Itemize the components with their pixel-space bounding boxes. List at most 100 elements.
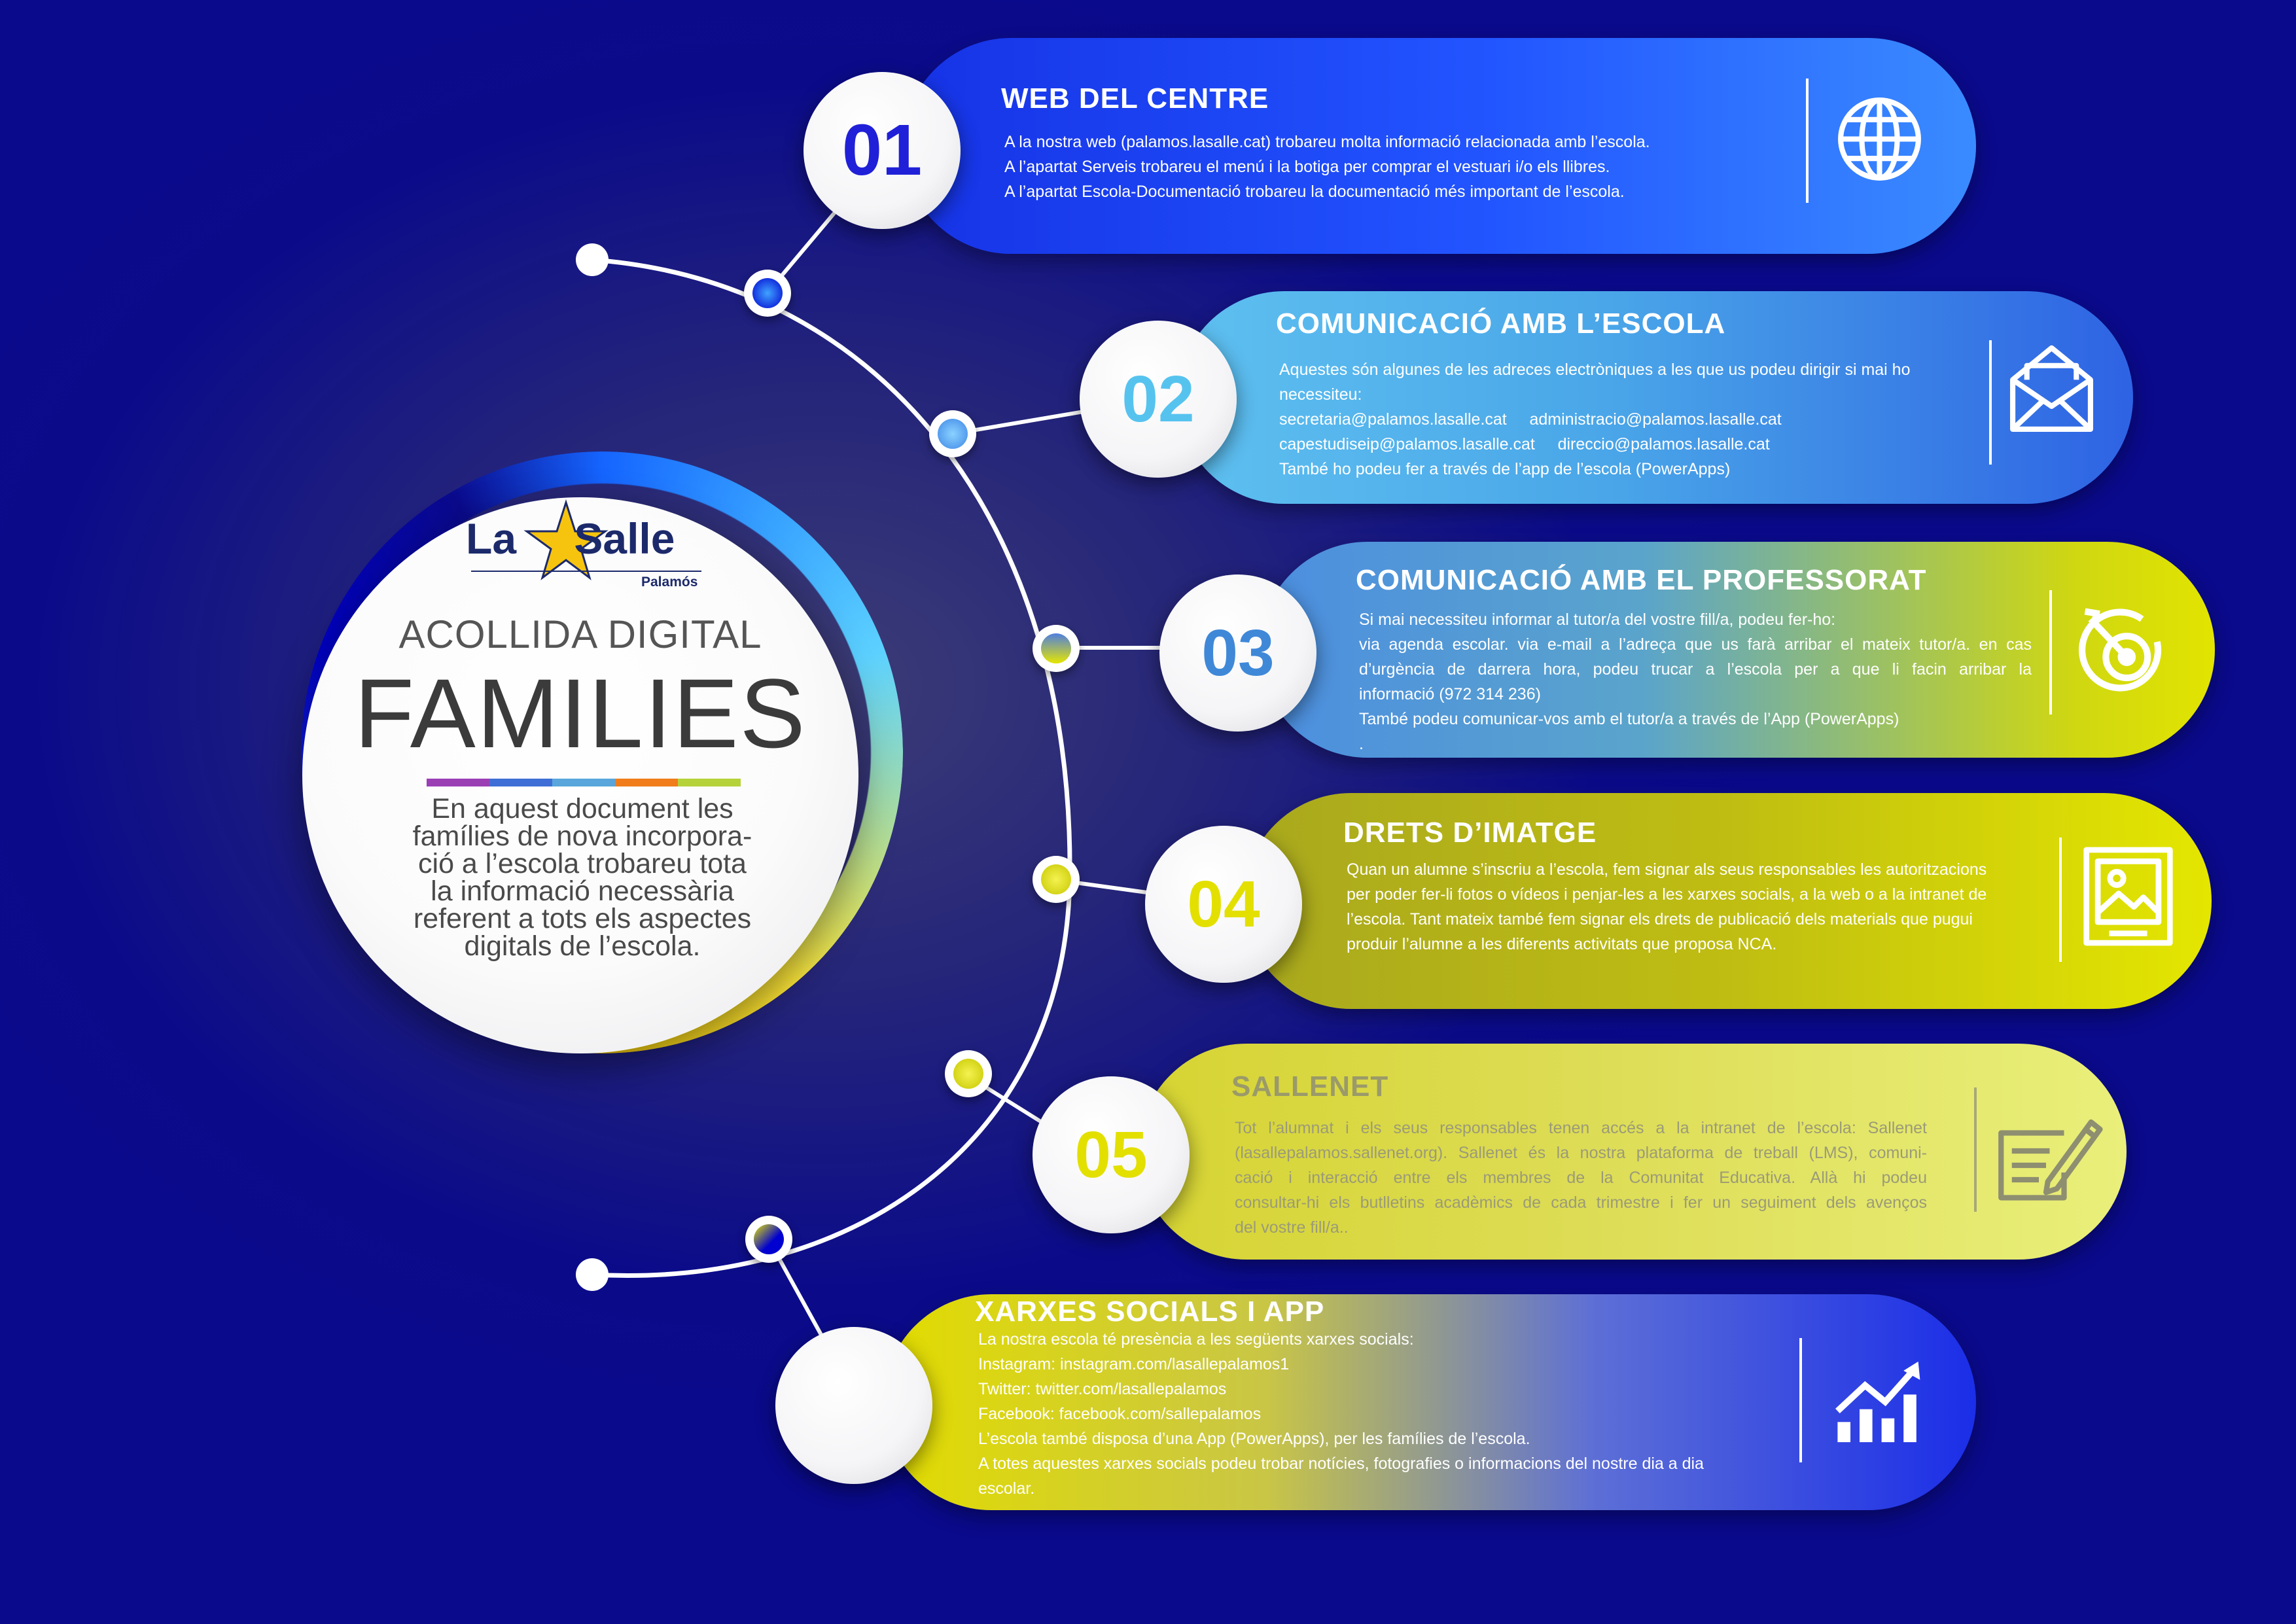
section-05-line: (lasallepalamos.sallenet.org). Sallenet … [1235, 1144, 1927, 1162]
section-03-title: COMUNICACIÓ AMB EL PROFESSORAT [1356, 564, 1927, 596]
timeline-end-dot-bottom [576, 1258, 609, 1291]
section-05-line: cació i interacció entre els membres de … [1235, 1169, 1927, 1187]
section-02-line: Aquestes són algunes de les adreces elec… [1279, 361, 1911, 379]
section-03-line: Si mai necessiteu informar al tutor/a de… [1359, 610, 1836, 629]
section-06-line: L’escola també disposa d’una App (PowerA… [978, 1430, 1530, 1448]
section-02-line: També ho podeu fer a través de l’app de … [1279, 460, 1731, 478]
section-02-line: capestudiseip@palamos.lasalle.cat direcc… [1279, 435, 1770, 453]
section-04-pill [1243, 793, 2212, 1009]
section-05-line: del vostre fill/a.. [1235, 1218, 1349, 1237]
section-03-line: informació (972 314 236) [1359, 685, 1541, 703]
section-01-number: 01 [841, 110, 923, 190]
section-06-title: XARXES SOCIALS I APP [975, 1296, 1325, 1328]
section-04-line: l’escola. Tant mateix també fem signar e… [1347, 910, 1973, 928]
section-06-line: La nostra escola té presència a les segü… [978, 1330, 1414, 1349]
section-04-number-circle: 04 [1145, 826, 1302, 983]
timeline-end-dot-top [576, 243, 609, 276]
node-dot-03 [1033, 625, 1080, 672]
section-02-line: necessiteu: [1279, 385, 1362, 404]
hub-bar-4 [615, 779, 678, 786]
hub-circle [302, 497, 858, 1053]
target-icon [2079, 608, 2162, 692]
section-01-divider [1806, 79, 1809, 203]
document-pen-icon [1998, 1119, 2103, 1201]
section-01-title: WEB DEL CENTRE [1001, 82, 1269, 115]
section-02-divider [1989, 340, 1992, 465]
section-02-body: Aquestes són algunes de les adreces elec… [1279, 357, 1910, 482]
section-01-line: A l’apartat Escola-Documentació trobareu… [1004, 183, 1625, 201]
node-dot-02 [929, 410, 976, 457]
section-06-line: Facebook: facebook.com/sallepalamos [978, 1405, 1262, 1423]
node-dot-05 [945, 1050, 992, 1097]
section-06-line: Instagram: instagram.com/lasallepalamos1 [978, 1355, 1290, 1373]
section-05-line: Tot l’alumnat i els seus responsables te… [1235, 1119, 1927, 1137]
section-04-line: produir l’alumne a les diferents activit… [1347, 935, 1777, 953]
hub-bar-2 [489, 779, 552, 786]
section-06-pill [883, 1294, 1976, 1510]
section-06-line: Twitter: twitter.com/lasallepalamos [978, 1380, 1227, 1398]
section-01-body: A la nostra web (palamos.lasalle.cat) tr… [1004, 130, 1650, 204]
section-05-pill [1139, 1044, 2127, 1260]
section-05-line: consultar-hi els butlletins acadèmics de… [1235, 1193, 1927, 1212]
section-04-title: DRETS D’IMATGE [1343, 817, 1597, 849]
section-02-number-circle: 02 [1080, 321, 1237, 478]
hub-title: FAMILIES [354, 658, 807, 768]
section-04-body: Quan un alumne s’inscriu a l’escola, fem… [1347, 857, 1987, 957]
hub-description-line: digitals de l’escola. [464, 930, 701, 962]
section-03-line: . [1359, 735, 1364, 753]
section-03-line: També podeu comunicar-vos amb el tutor/a… [1359, 710, 1899, 728]
section-06-number-circle [775, 1327, 932, 1484]
node-dot-01 [744, 270, 791, 317]
section-03-number: 03 [1201, 616, 1275, 690]
section-03-line: d’urgència de darrera hora, podeu trucar… [1359, 660, 2032, 679]
logo-text: La Salle [466, 514, 708, 563]
section-03-divider [2049, 590, 2052, 715]
section-04-divider [2059, 838, 2062, 962]
timeline-arc [592, 257, 1072, 1278]
section-01-number-circle: 01 [804, 72, 961, 229]
section-06-line: escolar. [978, 1479, 1035, 1498]
section-04-line: Quan un alumne s’inscriu a l’escola, fem… [1347, 860, 1987, 879]
hub-bar-5 [678, 779, 741, 786]
section-02-line: secretaria@palamos.lasalle.cat administr… [1279, 410, 1782, 429]
connector-02 [952, 407, 1100, 436]
section-02-pill [1178, 291, 2133, 504]
section-05-number: 05 [1074, 1118, 1148, 1192]
star-icon [523, 499, 609, 580]
globe-icon [1838, 97, 1921, 181]
section-02-title: COMUNICACIÓ AMB L’ESCOLA [1276, 308, 1726, 340]
hub-description-line: famílies de nova incorpora- [412, 821, 752, 852]
section-01-line: A la nostra web (palamos.lasalle.cat) tr… [1004, 133, 1650, 151]
section-03-pill [1260, 542, 2215, 758]
logo-underline [471, 571, 701, 572]
section-06-line: A totes aquestes xarxes socials podeu tr… [978, 1455, 1704, 1473]
image-icon [2083, 847, 2173, 946]
hub-description-line: la informació necessària [431, 875, 734, 907]
section-03-number-circle: 03 [1159, 574, 1316, 732]
envelope-icon [2010, 345, 2093, 432]
node-dot-04 [1033, 856, 1080, 903]
node-dot-06 [745, 1216, 792, 1263]
section-01-line: A l’apartat Serveis trobareu el menú i l… [1004, 158, 1610, 176]
section-05-divider [1974, 1087, 1977, 1212]
section-04-line: per poder fer-li fotos o vídeos i penjar… [1347, 885, 1987, 904]
hub-bar-3 [552, 779, 615, 786]
section-01-pill [903, 38, 1976, 254]
logo-name: La Salle [466, 514, 675, 563]
hub-description: En aquest document les famílies de nova … [357, 793, 808, 962]
section-06-divider [1799, 1338, 1802, 1462]
logo-sub: Palamós [641, 574, 698, 590]
section-06-body: La nostra escola té presència a les segü… [978, 1327, 1704, 1501]
hub-bar-1 [427, 779, 489, 786]
section-05-body: Tot l’alumnat i els seus responsables te… [1235, 1116, 1927, 1240]
section-03-line: via agenda escolar. via e-mail a l’adreç… [1359, 635, 2032, 654]
hub-color-bars [427, 779, 741, 786]
section-04-number: 04 [1187, 868, 1260, 941]
hub-subtitle: ACOLLIDA DIGITAL [398, 612, 762, 656]
hub-description-line: ció a l’escola trobareu tota [418, 848, 747, 879]
section-02-number: 02 [1122, 362, 1195, 436]
hub-description-line: En aquest document les [431, 793, 733, 824]
chart-growth-icon [1835, 1361, 1920, 1443]
section-05-title: SALLENET [1231, 1070, 1389, 1103]
hub-description-line: referent a tots els aspectes [413, 903, 752, 934]
